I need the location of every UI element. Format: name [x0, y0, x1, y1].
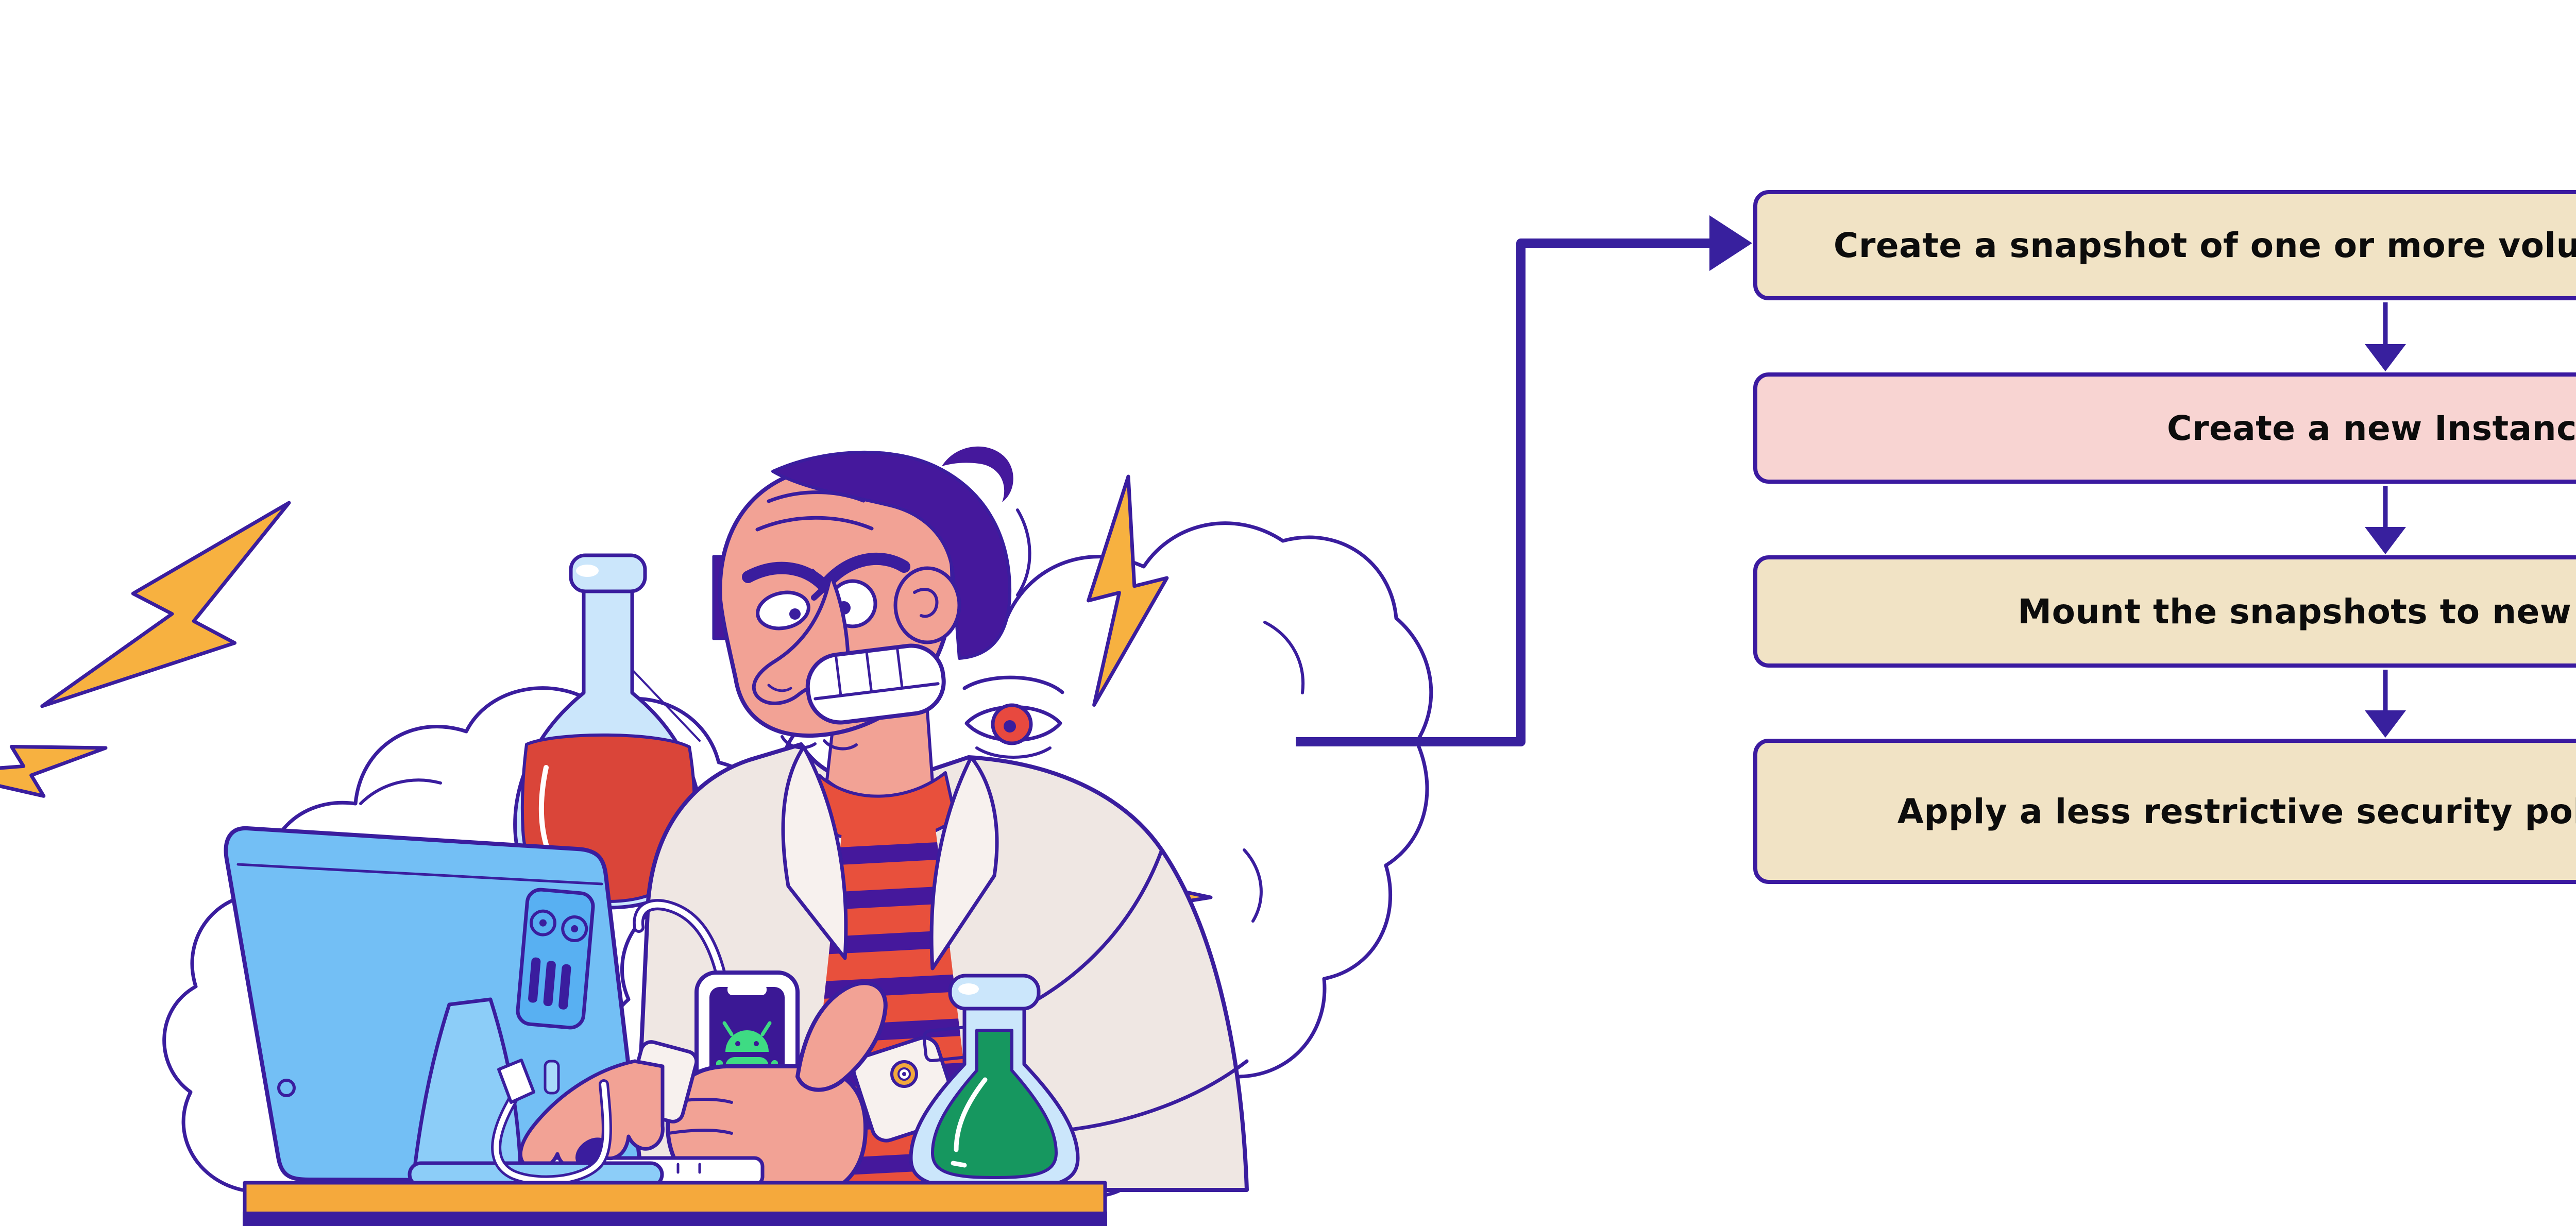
coat-button-icon: [890, 1060, 918, 1088]
flow-step-label: Apply a less restrictive security policy…: [1897, 791, 2576, 831]
scientist-head: [712, 446, 1031, 751]
ear-right: [893, 566, 961, 644]
flow-step-label: Create a new Instance: [2166, 408, 2576, 448]
flow-step-label: Create a snapshot of one or more volumes…: [1833, 225, 2576, 265]
forehead-wrinkle: [755, 516, 874, 532]
plug-icon: [497, 1059, 535, 1104]
lapel-right: [929, 755, 999, 970]
phone-cable: [635, 901, 723, 976]
main-arrowhead-icon: [1709, 215, 1752, 271]
main-connector-arrow: [1296, 239, 1711, 746]
chin-creases: [781, 735, 858, 751]
power-cable: [491, 1059, 612, 1186]
lightning-bolt-top-right-icon: [1075, 474, 1178, 705]
grin: [805, 643, 946, 725]
flow-step-mount-snapshots: Mount the snapshots to new Instance: [1753, 555, 2576, 668]
flow-step-create-snapshot: Create a snapshot of one or more volumes…: [1753, 190, 2576, 300]
monitor-port: [544, 1060, 560, 1095]
monitor-back-panel: [516, 888, 595, 1030]
screw-icon: [277, 1079, 296, 1097]
hair-curl: [942, 446, 1013, 502]
cloud-eye-right-icon: [962, 675, 1064, 759]
lapel-left: [781, 745, 848, 960]
desk: [243, 1181, 1107, 1226]
flow-step-label: Mount the snapshots to new Instance: [2018, 591, 2576, 632]
flow-step-apply-policy: Apply a less restrictive security policy…: [1753, 739, 2576, 884]
lightning-bolt-far-left-icon: [0, 712, 114, 829]
typing-hand: [518, 1040, 699, 1171]
step-arrows: [2365, 302, 2406, 738]
flow-step-create-instance: Create a new Instance: [1753, 372, 2576, 484]
lightning-bolt-left-big-icon: [42, 458, 322, 776]
hair: [771, 450, 1012, 660]
mad-scientist-illustration: [0, 446, 1433, 1226]
thumb: [795, 981, 888, 1092]
